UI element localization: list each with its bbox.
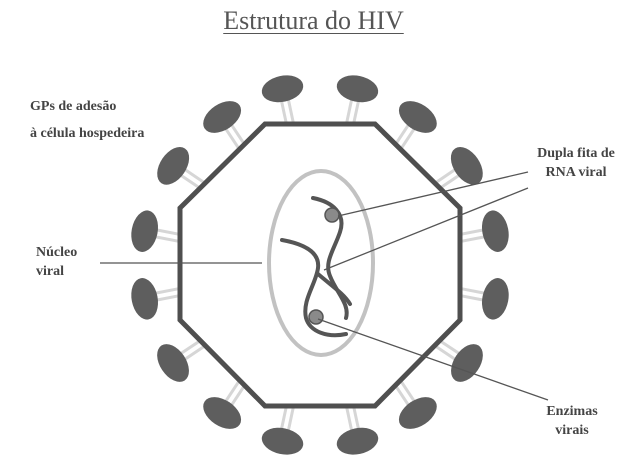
label-nucleus: Núcleo viral: [36, 243, 77, 281]
glycoprotein-spike: [334, 405, 380, 455]
glycoprotein-spike: [151, 338, 205, 387]
glycoprotein-head: [334, 72, 380, 106]
glycoprotein-head: [393, 95, 442, 140]
glycoprotein-spike: [459, 208, 512, 254]
glycoprotein-head: [479, 208, 512, 254]
label-adhesion-gp-line2: à célula hospedeira: [30, 123, 144, 145]
label-rna: Dupla fita de RNA viral: [526, 144, 626, 182]
glycoprotein-head: [479, 276, 512, 322]
glycoprotein-head: [393, 391, 442, 436]
glycoprotein-stalk: [157, 295, 181, 300]
glycoprotein-head: [151, 338, 196, 387]
glycoprotein-spike: [128, 208, 181, 254]
glycoprotein-spike: [259, 72, 305, 125]
rna-strand-lower: [318, 274, 350, 304]
label-rna-line2: RNA viral: [526, 163, 626, 182]
label-enzymes-line1: Enzimas: [530, 402, 614, 421]
glycoprotein-spike: [151, 141, 205, 190]
label-enzymes-line2: virais: [530, 421, 614, 440]
glycoprotein-stalk: [288, 100, 293, 123]
glycoprotein-head: [334, 424, 380, 455]
glycoprotein-head: [259, 72, 305, 106]
glycoprotein-head: [128, 208, 161, 254]
glycoprotein-spike: [459, 276, 512, 322]
glycoprotein-head: [197, 391, 246, 436]
glycoprotein-head: [444, 338, 489, 387]
label-enzymes: Enzimas virais: [530, 402, 614, 440]
glycoprotein-stalk: [459, 230, 483, 235]
glycoprotein-head: [151, 141, 196, 190]
glycoprotein-stalk: [288, 407, 293, 430]
glycoprotein-spike: [393, 381, 442, 435]
glycoprotein-stalk: [282, 405, 287, 428]
glycoprotein-stalk: [347, 407, 352, 430]
glycoprotein-stalk: [157, 230, 181, 235]
label-adhesion-gp: GPs de adesão à célula hospedeira: [30, 96, 144, 145]
label-nucleus-line1: Núcleo: [36, 243, 77, 262]
enzyme-particle-bottom: [309, 310, 323, 324]
glycoprotein-head: [197, 95, 246, 140]
label-nucleus-line2: viral: [36, 262, 77, 281]
leader-line-enzymes: [318, 319, 548, 400]
glycoprotein-stalk: [347, 100, 352, 123]
glycoprotein-stalk: [282, 101, 287, 124]
glycoprotein-spike: [334, 72, 380, 125]
glycoprotein-stalk: [156, 237, 180, 242]
label-adhesion-gp-line1: GPs de adesão: [30, 96, 144, 118]
glycoprotein-spike: [128, 276, 181, 322]
glycoprotein-spike: [197, 381, 246, 435]
glycoprotein-stalk: [461, 237, 485, 242]
glycoprotein-stalk: [353, 101, 358, 124]
glycoprotein-spike: [197, 95, 246, 149]
glycoprotein-spike: [259, 405, 305, 455]
glycoprotein-spike: [393, 95, 442, 149]
glycoprotein-stalk: [353, 405, 358, 428]
glycoprotein-stalk: [459, 295, 483, 300]
glycoprotein-head: [128, 276, 161, 322]
enzyme-particle-top: [325, 208, 339, 222]
glycoprotein-stalk: [461, 289, 485, 294]
glycoprotein-head: [259, 424, 305, 455]
glycoprotein-stalk: [156, 289, 180, 294]
label-rna-line1: Dupla fita de: [526, 144, 626, 163]
